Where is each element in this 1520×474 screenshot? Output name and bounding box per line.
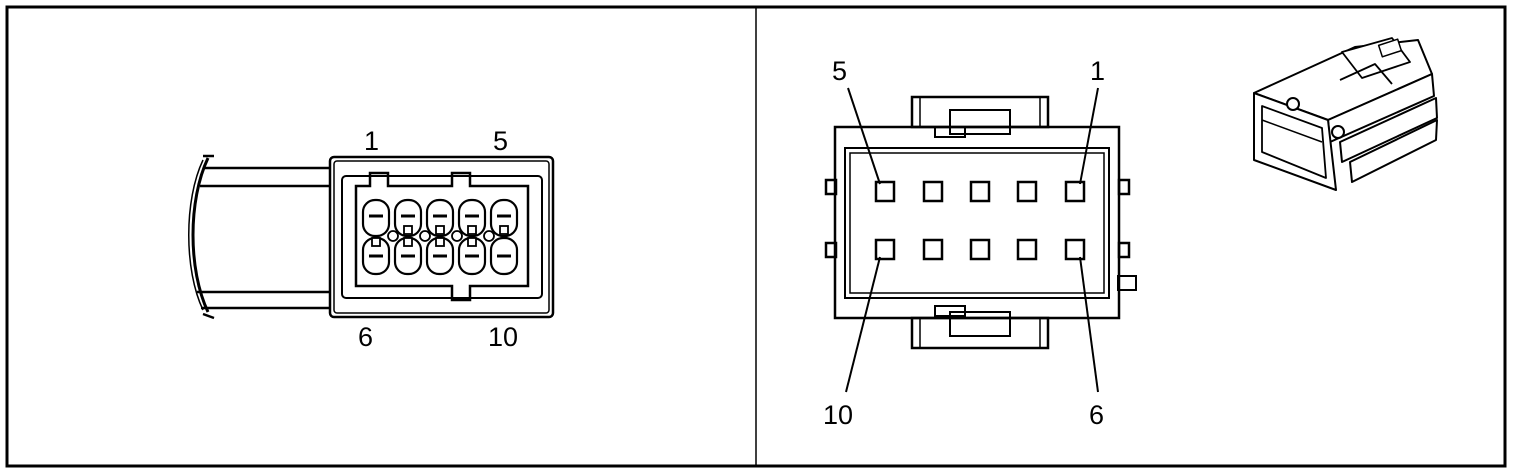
left-pin-label-6: 6 [358,322,373,352]
right-pin-label-1: 1 [1090,56,1105,86]
left-pin-label-1: 1 [364,126,379,156]
terminal-row-top [361,198,519,238]
left-pin-label-10: 10 [488,322,518,352]
connector-face-view-icon [824,87,1137,393]
right-pin-label-10: 10 [823,400,853,430]
left-pin-label-5: 5 [493,126,508,156]
right-pin-label-6: 6 [1089,400,1104,430]
connector-isometric-icon [1253,37,1438,191]
connector-harness-side-icon [188,154,555,320]
right-pin-label-5: 5 [832,56,847,86]
pin-leader-lines [845,87,1099,393]
cavity-row-bottom [874,238,1086,261]
cavity-row-top [874,180,1086,203]
